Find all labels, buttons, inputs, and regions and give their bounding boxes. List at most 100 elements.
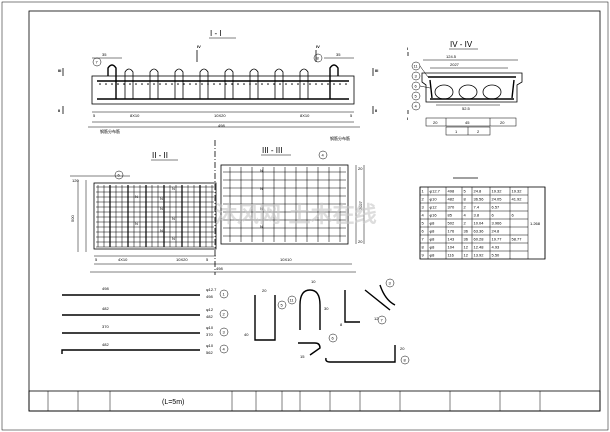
section-4-slab-outline — [421, 72, 523, 103]
bar-shape-hook — [299, 289, 321, 330]
rebar-dot — [285, 83, 287, 85]
table-cell: 19.32 — [492, 189, 503, 194]
table-cell: 12.48 — [474, 245, 485, 250]
table-cell: φ16 — [430, 213, 438, 218]
table-cell: 8 — [464, 197, 467, 202]
table-cell: 482 — [448, 197, 455, 202]
table-cell: 41.92 — [512, 197, 523, 202]
rebar-dot — [249, 83, 251, 85]
rebar-dot — [105, 83, 107, 85]
watermark: 沐风网 土木在线 — [215, 202, 377, 228]
rebar-dot — [333, 83, 335, 85]
section-3-title: III - III — [262, 146, 282, 155]
rebar-dot — [129, 83, 131, 85]
table-cell: 176 — [448, 229, 455, 234]
section-1-slab-outline — [91, 75, 355, 105]
table-cell: 13.92 — [474, 253, 485, 258]
svg-text:6: 6 — [332, 336, 335, 341]
table-cell: 1 — [422, 189, 425, 194]
rebar-dot — [279, 83, 281, 85]
bar-label: N — [260, 224, 263, 229]
svg-text:8X10: 8X10 — [300, 113, 310, 118]
section-4-view: IV - IV I I 124.5 2027 11 3 6 5 4 52 — [407, 40, 523, 136]
svg-text:8: 8 — [317, 56, 320, 61]
table-cell: 6.57 — [492, 205, 501, 210]
rebar-dot — [195, 83, 197, 85]
table-cell: 63.36 — [474, 229, 485, 234]
section-1-marker-left-bottom: II — [58, 108, 60, 113]
svg-text:12: 12 — [374, 316, 379, 321]
svg-text:III: III — [375, 68, 378, 73]
bar-details-straight: 498 φ12.7 498 1 482 φ12 482 2 370 φ10 37… — [61, 286, 229, 355]
table-cell: 370 — [448, 205, 455, 210]
svg-text:500: 500 — [70, 215, 75, 222]
table-cell: 24.8 — [492, 229, 501, 234]
svg-text:20: 20 — [262, 288, 267, 293]
svg-text:5: 5 — [95, 257, 98, 262]
rebar-dot — [327, 83, 329, 85]
section-1-total-length: 498 — [218, 123, 225, 128]
table-cell: 9 — [422, 253, 425, 258]
bar-label: N — [160, 196, 163, 201]
rebar-dot — [111, 83, 113, 85]
svg-text:4: 4 — [223, 347, 226, 352]
svg-text:5: 5 — [206, 257, 209, 262]
svg-text:I: I — [407, 116, 408, 121]
svg-text:5: 5 — [93, 113, 96, 118]
section-3-mesh-outline — [220, 164, 349, 245]
table-cell: 4.93 — [492, 245, 501, 250]
table-cell: φ8 — [430, 221, 436, 226]
bar-label: N — [260, 186, 263, 191]
svg-text:10X20: 10X20 — [214, 113, 226, 118]
svg-text:562: 562 — [206, 350, 213, 355]
rebar-dot — [213, 83, 215, 85]
table-cell: 36 — [464, 237, 469, 242]
rebar-dot — [177, 83, 179, 85]
svg-text:5: 5 — [350, 113, 353, 118]
svg-text:40: 40 — [244, 332, 249, 337]
bar-shape-u — [254, 295, 276, 341]
svg-text:11: 11 — [290, 298, 295, 303]
table-cell: φ8 — [430, 253, 436, 258]
rebar-dot — [225, 83, 227, 85]
section-1-title: I - I — [210, 29, 222, 38]
section-1-view: I - I IV IV III II III II 35 35 7 8 — [58, 29, 378, 141]
svg-text:IV: IV — [316, 44, 320, 49]
stirrup — [299, 68, 309, 99]
rebar-dot — [219, 83, 221, 85]
table-cell: 12 — [464, 253, 469, 258]
svg-text:II: II — [375, 108, 377, 113]
table-cell: 12 — [464, 245, 469, 250]
rebar-dot — [147, 83, 149, 85]
section-1-stirrups — [99, 68, 347, 99]
table-cell: 10.04 — [474, 221, 485, 226]
rebar-dot — [339, 83, 341, 85]
svg-text:3: 3 — [415, 74, 418, 79]
section-1-marker-left-top: III — [58, 68, 61, 73]
svg-text:3: 3 — [389, 281, 392, 286]
section-4-void — [434, 84, 454, 100]
table-cell: 2 — [464, 221, 467, 226]
rebar-dot — [135, 83, 137, 85]
rebar-dot — [345, 83, 347, 85]
bar-detail-4 — [61, 349, 200, 354]
table-cell: 24.05 — [492, 197, 503, 202]
stirrup — [274, 68, 284, 99]
rebar-dot — [243, 83, 245, 85]
svg-text:20: 20 — [433, 120, 438, 125]
svg-text:52.5: 52.5 — [462, 106, 471, 111]
table-cell: 60.28 — [474, 237, 485, 242]
table-cell: 116 — [448, 253, 455, 258]
table-cell: 5.50 — [492, 253, 501, 258]
table-cell: 58.77 — [512, 237, 523, 242]
table-cell: 502 — [448, 221, 455, 226]
svg-text:10X10: 10X10 — [280, 257, 292, 262]
svg-text:2027: 2027 — [450, 62, 460, 67]
rebar-dot — [207, 83, 209, 85]
table-cell: 36.56 — [474, 197, 485, 202]
section-2-mesh — [96, 185, 214, 248]
